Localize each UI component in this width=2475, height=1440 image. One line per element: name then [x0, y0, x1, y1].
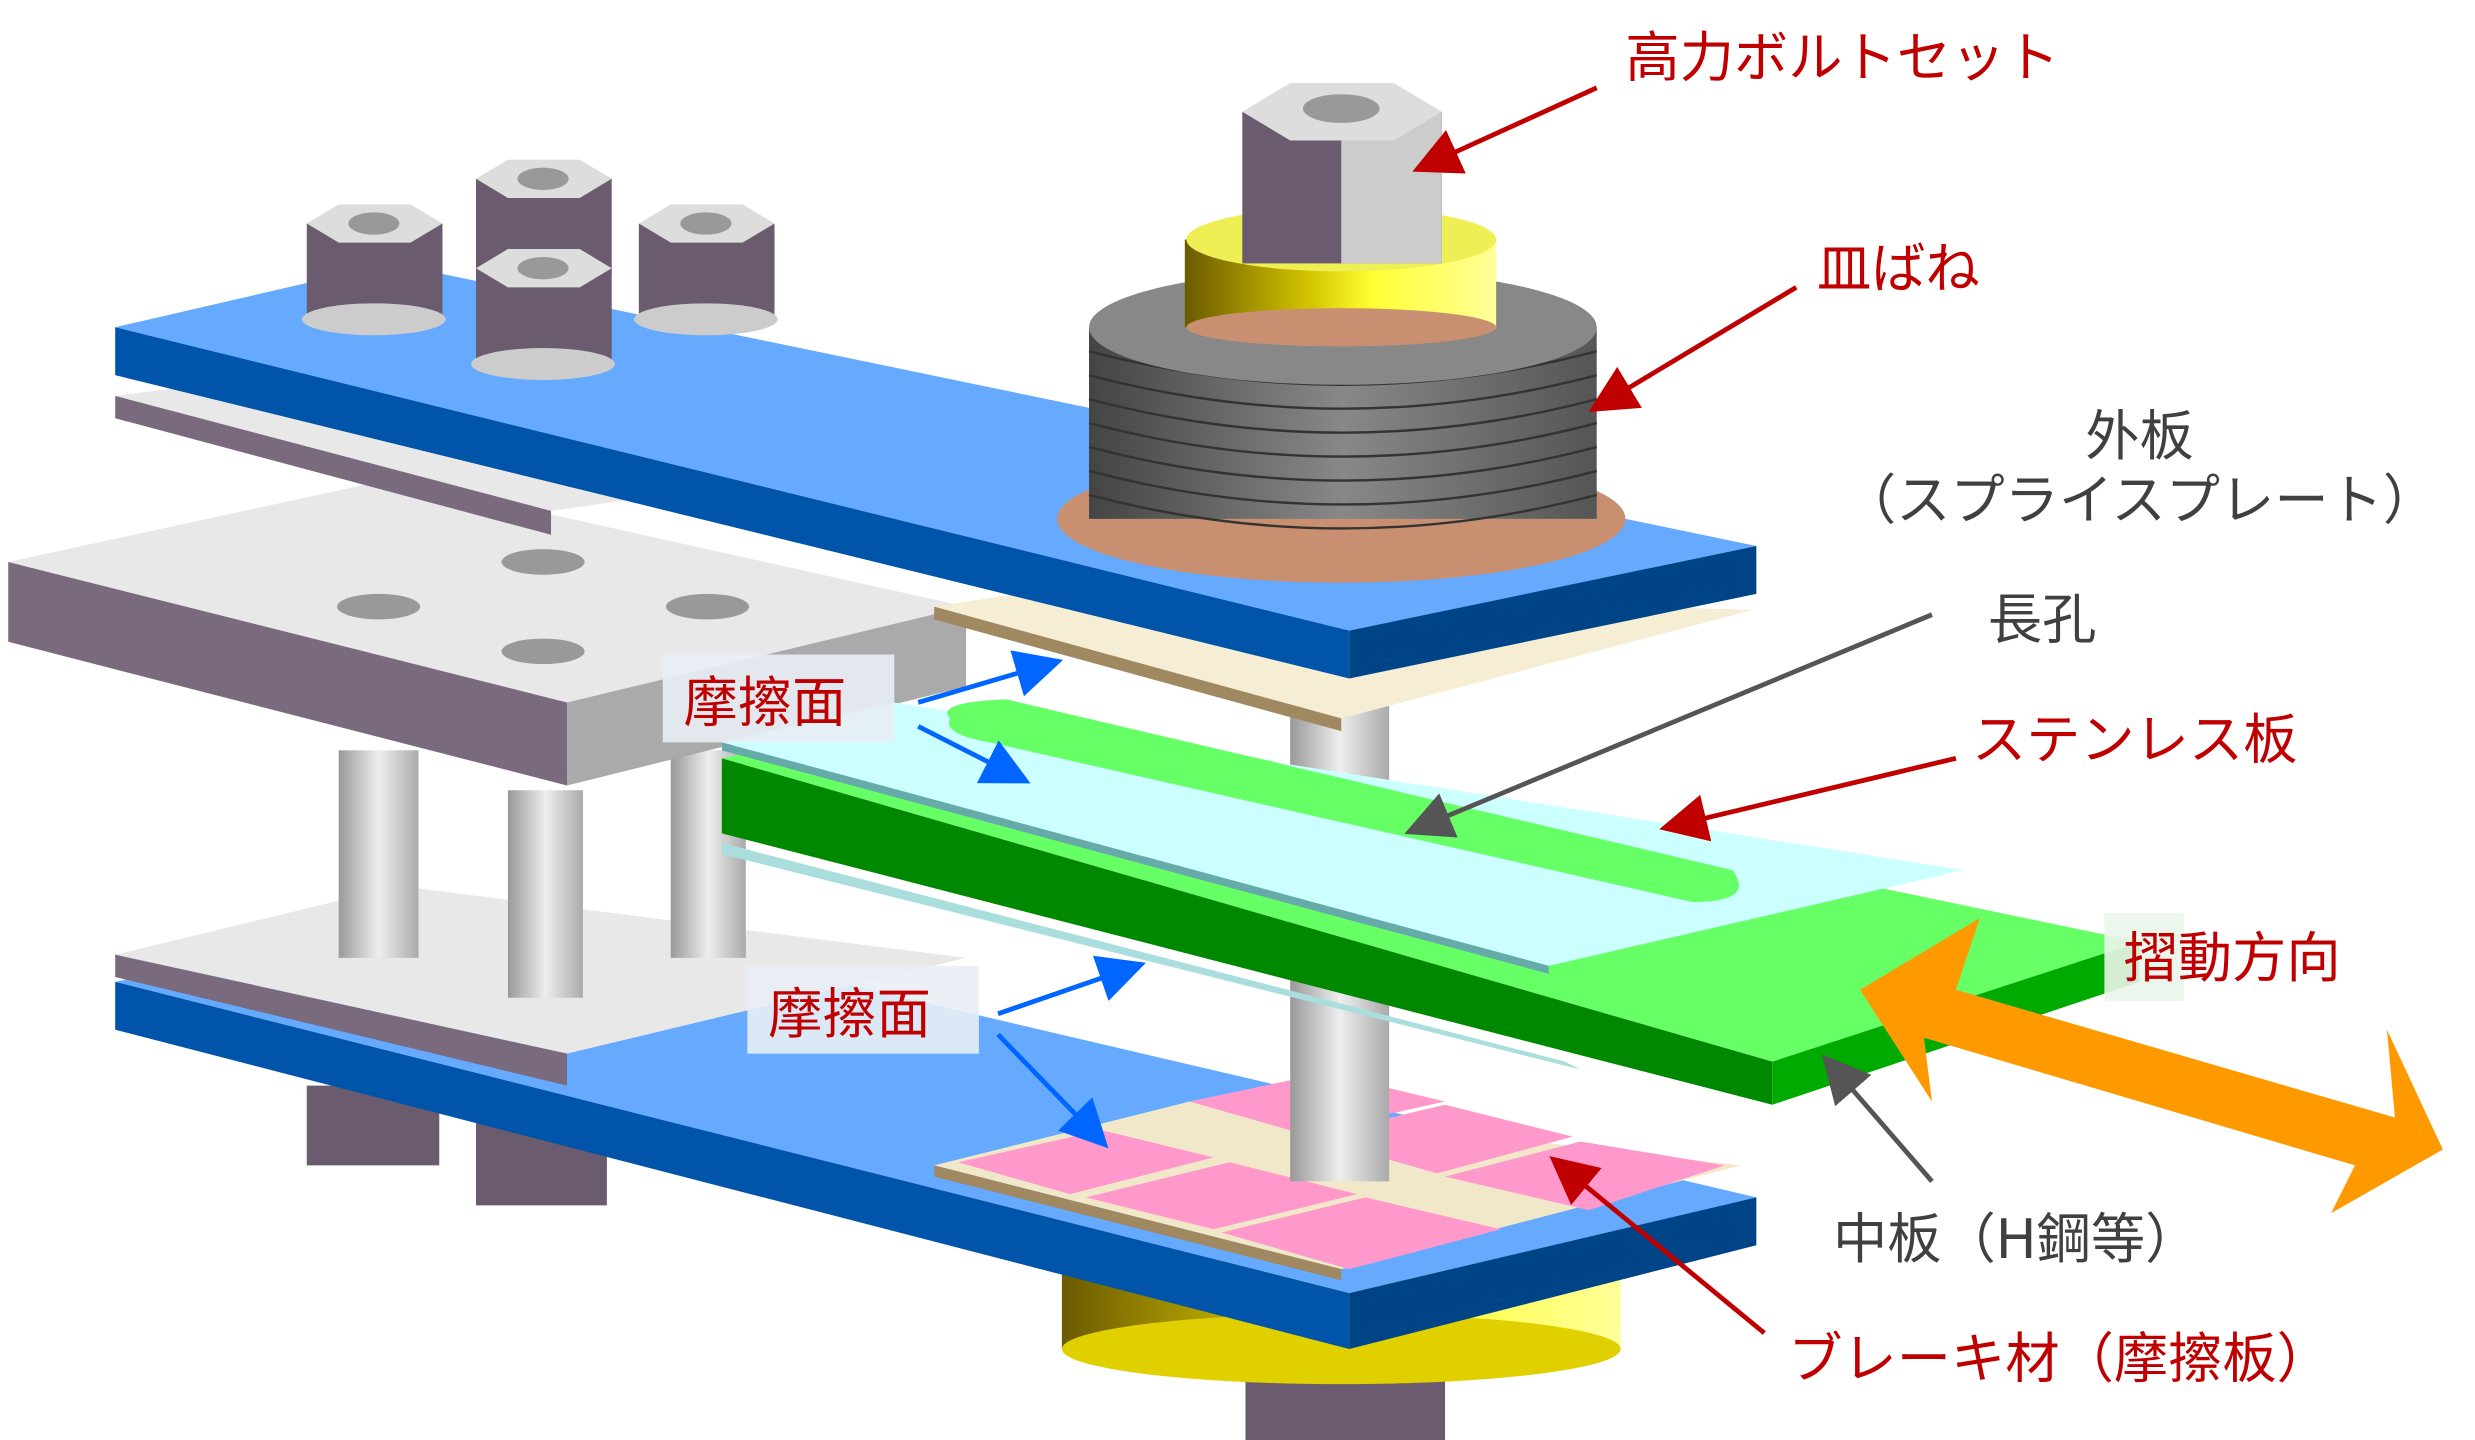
- label-brake-material: ブレーキ材（摩擦板）: [1788, 1328, 2331, 1391]
- label-slot-hole: 長孔: [1988, 589, 2097, 652]
- slot-hole: [947, 699, 1739, 902]
- sliding-direction-arrow: [1860, 917, 2443, 1214]
- bolt-nuts-left: [301, 159, 778, 380]
- label-bolt-set: 高力ボルトセット: [1625, 27, 2059, 90]
- bolt-set: [1184, 83, 1497, 347]
- label-sliding-direction: 摺動方向: [2124, 927, 2341, 990]
- label-outer-plate: 外板: [2085, 405, 2194, 468]
- label-friction-surface-lower: 摩擦面: [768, 983, 931, 1046]
- label-outer-plate-sub: （スプライスプレート）: [1842, 469, 2437, 532]
- label-friction-surface-upper: 摩擦面: [684, 672, 847, 735]
- stainless-plate: [721, 699, 1964, 1070]
- label-disc-spring: 皿ばね: [1817, 237, 1980, 300]
- label-stainless-plate: ステンレス板: [1972, 708, 2298, 771]
- label-middle-plate: 中板（H鋼等）: [1833, 1208, 2199, 1271]
